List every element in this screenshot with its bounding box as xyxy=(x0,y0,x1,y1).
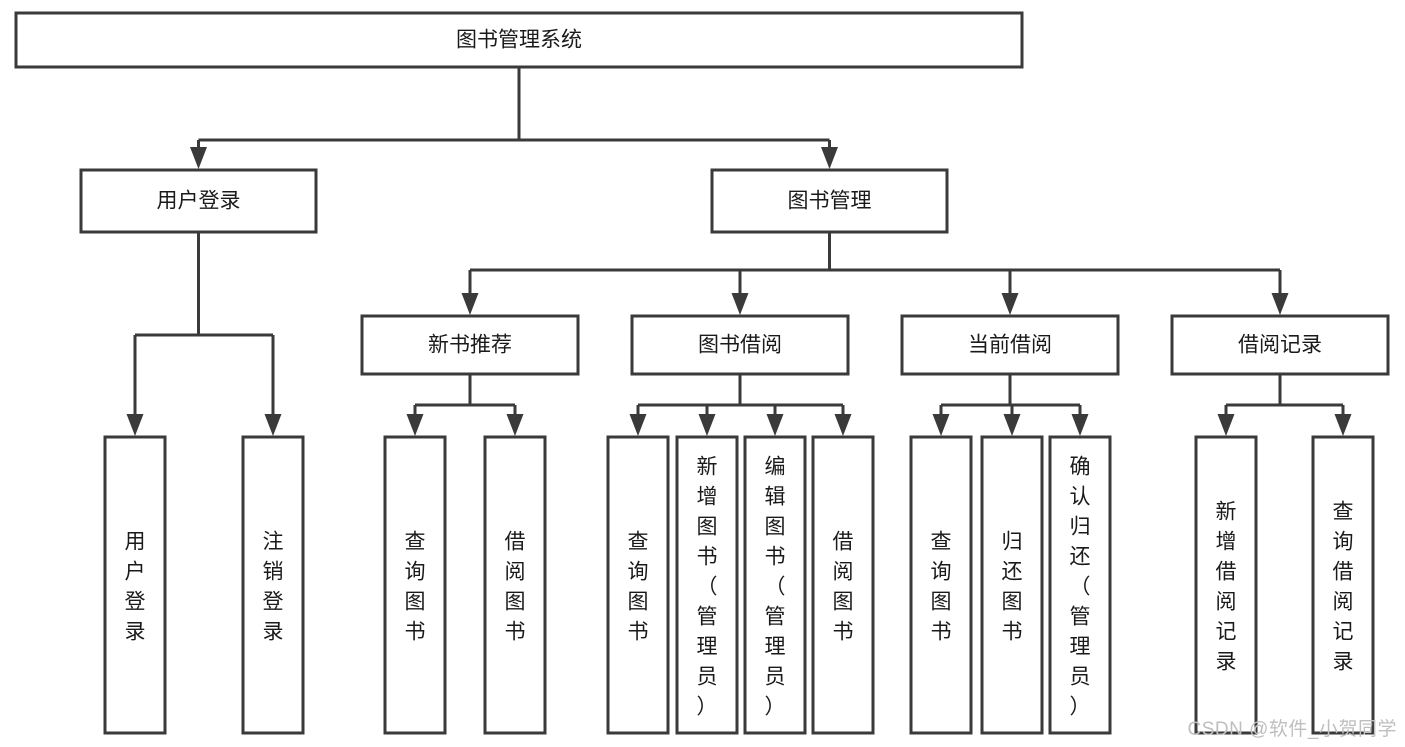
arrow-head-icon xyxy=(190,147,207,169)
node-box xyxy=(710,168,949,234)
arrow-head-icon xyxy=(1271,293,1289,315)
arrow-head-icon xyxy=(1001,293,1019,315)
node-leaf-query-book-1[interactable]: 查询图书 xyxy=(383,435,447,735)
node-leaf-return-book[interactable]: 归还图书 xyxy=(980,435,1044,735)
node-label: 借阅记录 xyxy=(1238,334,1322,357)
node-label: 查询图书 xyxy=(628,530,649,643)
node-box xyxy=(909,435,973,735)
node-leaf-query-book-3[interactable]: 查询图书 xyxy=(909,435,973,735)
connector-layer xyxy=(126,67,1352,436)
arrow-head-icon xyxy=(731,293,749,315)
node-box xyxy=(675,435,739,735)
node-box xyxy=(980,435,1044,735)
node-box xyxy=(811,435,875,735)
node-box xyxy=(383,435,447,735)
node-box xyxy=(630,314,850,376)
arrow-head-icon xyxy=(506,414,524,436)
node-leaf-borrow-book-2[interactable]: 借阅图书 xyxy=(811,435,875,735)
node-leaf-edit-book[interactable]: 编辑图书（管理员） xyxy=(743,435,807,735)
node-leaf-query-record[interactable]: 查询借阅记录 xyxy=(1311,435,1375,735)
arrow-head-icon xyxy=(629,414,647,436)
node-leaf-user-login[interactable]: 用户登录 xyxy=(103,435,167,735)
arrow-head-icon xyxy=(766,414,784,436)
node-n-current-borrow[interactable]: 当前借阅 xyxy=(900,314,1120,376)
node-n-book-mgmt[interactable]: 图书管理 xyxy=(710,168,949,234)
node-n-book-borrow[interactable]: 图书借阅 xyxy=(630,314,850,376)
node-label: 新增图书（管理员） xyxy=(697,455,718,718)
node-label: 图书管理 xyxy=(788,190,872,213)
node-box xyxy=(1170,314,1390,376)
node-leaf-add-book[interactable]: 新增图书（管理员） xyxy=(675,435,739,735)
node-label: 查询图书 xyxy=(405,530,426,643)
arrow-head-icon xyxy=(1071,414,1089,436)
node-label: 查询借阅记录 xyxy=(1333,500,1354,673)
arrow-head-icon xyxy=(1334,414,1352,436)
node-label: 当前借阅 xyxy=(968,334,1052,357)
node-label: 编辑图书（管理员） xyxy=(765,455,786,718)
arrow-head-icon xyxy=(1217,414,1235,436)
arrow-head-icon xyxy=(461,293,479,315)
node-label: 图书管理系统 xyxy=(456,29,582,52)
arrow-head-icon xyxy=(698,414,716,436)
arrow-head-icon xyxy=(1003,414,1021,436)
node-box xyxy=(900,314,1120,376)
node-box xyxy=(1048,435,1112,735)
node-layer: 图书管理系统用户登录图书管理新书推荐图书借阅当前借阅借阅记录用户登录注销登录查询… xyxy=(14,11,1390,735)
node-n-borrow-record[interactable]: 借阅记录 xyxy=(1170,314,1390,376)
node-box xyxy=(103,435,167,735)
node-box xyxy=(1194,435,1258,735)
node-label: 归还图书 xyxy=(1002,530,1023,643)
node-box xyxy=(360,314,580,376)
node-box xyxy=(1311,435,1375,735)
node-box xyxy=(743,435,807,735)
arrow-head-icon xyxy=(126,414,144,436)
node-box xyxy=(79,168,318,234)
node-label: 确认归还（管理员） xyxy=(1070,455,1091,718)
node-root[interactable]: 图书管理系统 xyxy=(14,11,1024,69)
node-leaf-logout[interactable]: 注销登录 xyxy=(241,435,305,735)
node-box xyxy=(14,11,1024,69)
arrow-head-icon xyxy=(264,414,282,436)
node-label: 注销登录 xyxy=(263,530,284,643)
arrow-head-icon xyxy=(406,414,424,436)
node-label: 新书推荐 xyxy=(428,334,512,357)
node-box xyxy=(241,435,305,735)
node-label: 用户登录 xyxy=(157,190,241,213)
csdn-watermark: CSDN @软件_小贺同学 xyxy=(1187,719,1397,740)
node-leaf-add-record[interactable]: 新增借阅记录 xyxy=(1194,435,1258,735)
node-n-new-book-rec[interactable]: 新书推荐 xyxy=(360,314,580,376)
node-box xyxy=(483,435,547,735)
node-leaf-confirm-return[interactable]: 确认归还（管理员） xyxy=(1048,435,1112,735)
arrow-head-icon xyxy=(932,414,950,436)
node-label: 用户登录 xyxy=(125,530,146,643)
node-box xyxy=(606,435,670,735)
node-n-user-login[interactable]: 用户登录 xyxy=(79,168,318,234)
node-label: 图书借阅 xyxy=(698,334,782,357)
node-leaf-query-book-2[interactable]: 查询图书 xyxy=(606,435,670,735)
node-label: 借阅图书 xyxy=(505,530,526,643)
node-leaf-borrow-book-1[interactable]: 借阅图书 xyxy=(483,435,547,735)
node-label: 借阅图书 xyxy=(833,530,854,643)
arrow-head-icon xyxy=(834,414,852,436)
arrow-head-icon xyxy=(821,147,838,169)
node-label: 查询图书 xyxy=(931,530,952,643)
node-label: 新增借阅记录 xyxy=(1216,500,1237,673)
